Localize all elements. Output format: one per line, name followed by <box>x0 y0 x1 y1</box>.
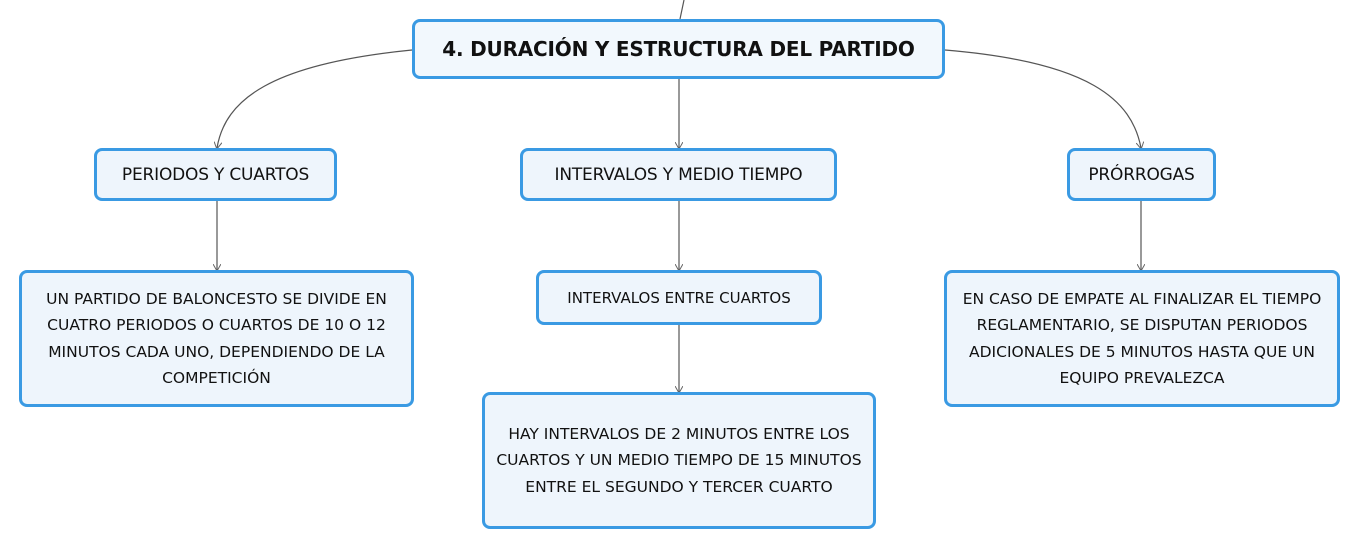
subtopic-node-intervalos-entre-cuartos[interactable]: INTERVALOS ENTRE CUARTOS <box>536 270 822 325</box>
subtopic-label-intervalos-entre-cuartos: INTERVALOS ENTRE CUARTOS <box>567 288 791 307</box>
topic-label-prorrogas: PRÓRROGAS <box>1088 164 1195 185</box>
central-topic-node[interactable]: 4. DURACIÓN Y ESTRUCTURA DEL PARTIDO <box>412 19 945 79</box>
connector-parent-to-root <box>679 0 685 20</box>
topic-node-periodos[interactable]: PERIODOS Y CUARTOS <box>94 148 337 201</box>
detail-node-periodos[interactable]: UN PARTIDO DE BALONCESTO SE DIVIDE EN CU… <box>19 270 414 407</box>
detail-node-intervalos[interactable]: HAY INTERVALOS DE 2 MINUTOS ENTRE LOS CU… <box>482 392 876 529</box>
detail-text-periodos: UN PARTIDO DE BALONCESTO SE DIVIDE EN CU… <box>46 289 387 388</box>
topic-label-intervalos: INTERVALOS Y MEDIO TIEMPO <box>554 164 803 185</box>
topic-node-prorrogas[interactable]: PRÓRROGAS <box>1067 148 1216 201</box>
connector-root-to-prorrogas <box>944 49 1141 148</box>
topic-node-intervalos[interactable]: INTERVALOS Y MEDIO TIEMPO <box>520 148 837 201</box>
detail-node-prorrogas[interactable]: EN CASO DE EMPATE AL FINALIZAR EL TIEMPO… <box>944 270 1340 407</box>
connector-root-to-periodos <box>217 49 413 148</box>
central-topic-label: 4. DURACIÓN Y ESTRUCTURA DEL PARTIDO <box>442 37 915 61</box>
topic-label-periodos: PERIODOS Y CUARTOS <box>121 164 310 185</box>
detail-text-intervalos: HAY INTERVALOS DE 2 MINUTOS ENTRE LOS CU… <box>496 424 862 496</box>
detail-text-prorrogas: EN CASO DE EMPATE AL FINALIZAR EL TIEMPO… <box>962 289 1322 388</box>
